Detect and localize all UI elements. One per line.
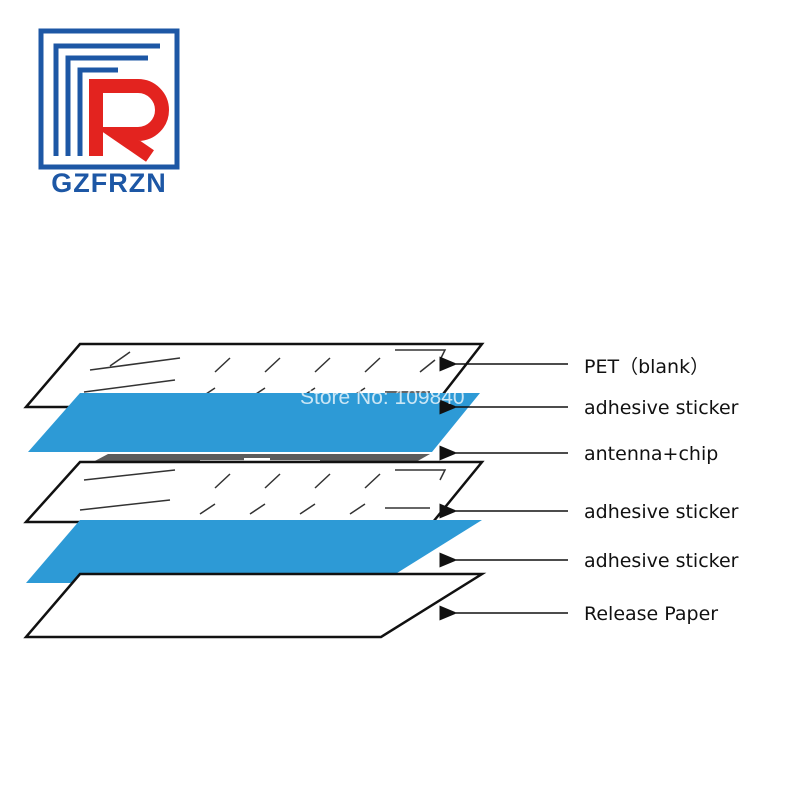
layer-adhesive-2 <box>23 460 485 524</box>
label-adhesive-sticker-2: adhesive sticker <box>584 501 739 523</box>
gzfrzn-logo <box>38 28 180 170</box>
store-watermark: Store No: 109840 <box>300 386 465 409</box>
layer-adhesive-1 <box>28 393 480 452</box>
layer-adhesive-3 <box>26 520 482 583</box>
layer-pet <box>23 342 485 409</box>
logo-text: GZFRZN <box>51 168 167 198</box>
label-adhesive-sticker-3: adhesive sticker <box>584 550 739 572</box>
label-adhesive-sticker-1: adhesive sticker <box>584 397 739 419</box>
label-release-paper: Release Paper <box>584 603 719 625</box>
label-pet: PET（blank） <box>584 356 710 378</box>
layer-release-paper <box>23 572 487 639</box>
label-antenna-chip: antenna+chip <box>584 443 719 465</box>
